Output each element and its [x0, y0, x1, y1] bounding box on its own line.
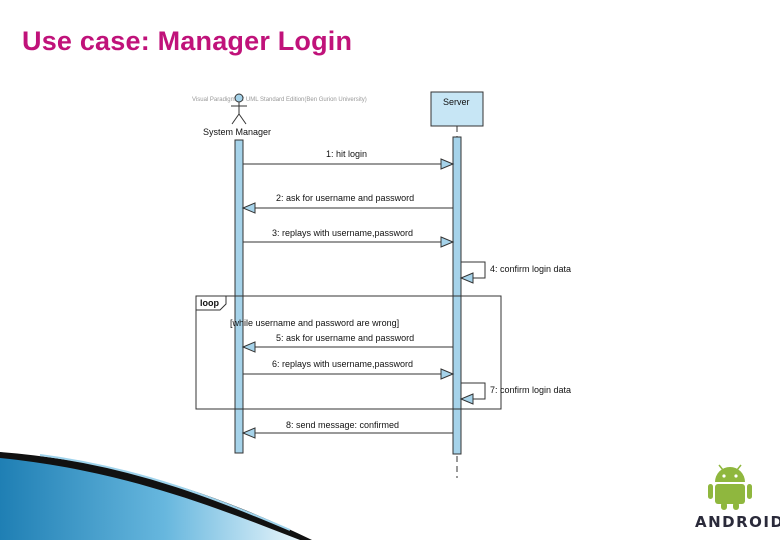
message-7-label: 7: confirm login data: [490, 385, 571, 395]
message-5-label: 5: ask for username and password: [276, 333, 414, 343]
server-box: [430, 91, 484, 127]
message-2: 2: ask for username and password: [241, 193, 453, 214]
loop-fragment: [195, 295, 502, 410]
actor-name: System Manager: [203, 127, 271, 137]
message-8: 8: send message: confirmed: [241, 420, 453, 439]
message-7: 7: confirm login data: [459, 382, 571, 405]
actor-icon: [231, 93, 247, 125]
message-3-label: 3: replays with username,password: [272, 228, 413, 238]
message-5: 5: ask for username and password: [241, 333, 453, 353]
message-1-label: 1: hit login: [326, 149, 367, 159]
message-4-label: 4: confirm login data: [490, 264, 571, 274]
message-6: 6: replays with username,password: [243, 359, 455, 380]
server-name: Server: [443, 97, 470, 107]
loop-label: loop: [200, 298, 219, 308]
loop-guard: [while username and password are wrong]: [230, 318, 399, 328]
diagram-watermark: Visual Paradigm for UML Standard Edition…: [192, 97, 367, 103]
message-1: 1: hit login: [243, 149, 455, 170]
message-6-label: 6: replays with username,password: [272, 359, 413, 369]
decorative-swoosh: [0, 452, 312, 540]
message-8-label: 8: send message: confirmed: [286, 420, 399, 430]
android-robot-icon: [708, 464, 752, 510]
loop-tag: [195, 295, 227, 311]
message-2-label: 2: ask for username and password: [276, 193, 414, 203]
message-3: 3: replays with username,password: [243, 228, 455, 248]
message-4: 4: confirm login data: [459, 261, 571, 284]
android-logo-text: ANDROID: [695, 513, 780, 531]
slide-title: Use case: Manager Login: [22, 26, 353, 56]
